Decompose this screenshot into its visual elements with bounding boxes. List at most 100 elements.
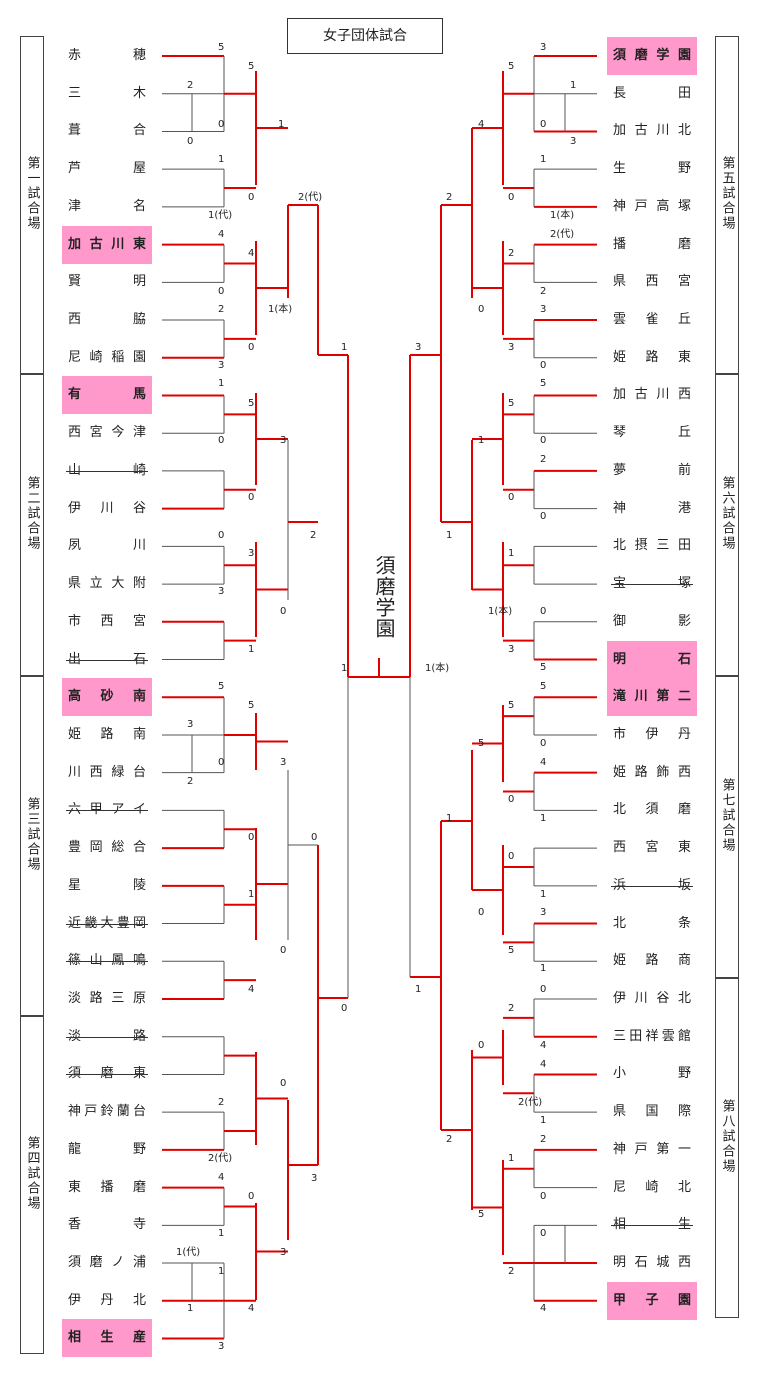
team-right-4: 生野: [607, 150, 697, 188]
team-right-8: 雲雀丘: [607, 301, 697, 339]
score-label: 1: [415, 984, 421, 995]
team-left-4: 芦屋: [62, 150, 152, 188]
venue-label: 第三試合場: [24, 797, 40, 872]
score-label: 3: [570, 136, 576, 147]
team-name-char: 産: [132, 1330, 146, 1346]
team-name-char: 雲: [613, 312, 627, 328]
score-label: 1: [218, 154, 224, 165]
team-right-19: 市伊丹: [607, 716, 697, 754]
team-name-char: 丹: [100, 1292, 114, 1308]
team-right-23: 浜坂: [607, 867, 697, 905]
team-name-char: 西: [89, 764, 103, 780]
team-name-char: 淡: [68, 991, 82, 1006]
team-name-char: 総: [111, 840, 125, 856]
team-name-char: 三: [68, 85, 82, 101]
team-name-char: 際: [677, 1104, 691, 1120]
team-name-char: 田: [629, 1028, 643, 1044]
team-name-char: 穂: [132, 48, 146, 63]
score-label: 0: [280, 945, 286, 956]
score-label: 2(代): [518, 1096, 542, 1108]
team-name-char: 伊: [68, 500, 82, 516]
score-label: 4: [540, 1059, 546, 1070]
page-title: 女子団体試合: [287, 18, 443, 54]
score-label: 2: [540, 454, 546, 465]
score-label: 1: [341, 342, 347, 353]
team-name-char: 合: [132, 123, 146, 139]
score-label: 3: [280, 1247, 286, 1258]
team-name-char: 川: [634, 689, 648, 705]
team-name-char: 南: [132, 726, 146, 742]
score-label: 3: [218, 586, 224, 597]
score-label: 1(代): [176, 1246, 200, 1258]
team-name-char: 川: [656, 387, 670, 403]
venue-label: 第八試合場: [719, 1099, 735, 1174]
team-name-char: 豊: [68, 840, 82, 856]
team-left-27: 淡路: [62, 1018, 152, 1056]
score-label: 2: [540, 1134, 546, 1145]
score-label: 4: [248, 248, 254, 259]
team-name-char: 甲: [613, 1292, 627, 1308]
team-name-char: 古: [634, 387, 648, 403]
team-name-char: 鈴: [100, 1104, 114, 1120]
team-name-char: 北: [132, 1292, 146, 1308]
team-name-char: 園: [677, 1292, 691, 1308]
team-name-char: 高: [68, 689, 82, 705]
score-label: 3: [540, 907, 546, 918]
score-label: 5: [508, 61, 514, 72]
team-name-char: 園: [677, 48, 691, 63]
score-label: 3: [540, 304, 546, 315]
venue-label: 第五試合場: [719, 156, 735, 231]
team-name-char: 田: [677, 538, 691, 554]
team-right-34: 甲子園: [607, 1281, 697, 1320]
score-label: 5: [508, 945, 514, 956]
score-label: 1: [218, 1266, 224, 1277]
team-name-char: 崎: [645, 1179, 659, 1195]
team-name-char: 伊: [68, 1292, 82, 1308]
team-left-17: 出石: [62, 641, 152, 679]
team-right-20: 姫路飾西: [607, 754, 697, 792]
team-name-char: 岡: [89, 840, 103, 856]
team-name-char: 赤: [68, 48, 82, 63]
team-right-29: 県国際: [607, 1093, 697, 1131]
team-name-char: 寺: [132, 1217, 146, 1233]
team-right-31: 尼崎北: [607, 1169, 697, 1207]
venue-left-3: 第三試合場: [20, 676, 44, 1016]
team-name-char: 神: [613, 1141, 627, 1157]
team-name-char: 園: [132, 349, 146, 365]
team-left-16: 市西宮: [62, 603, 152, 641]
score-label: 0: [280, 606, 286, 617]
team-name-char: 商: [677, 953, 691, 969]
team-name-char: 北: [613, 802, 627, 818]
team-name-char: 路: [645, 349, 659, 365]
score-label: 0: [311, 832, 317, 843]
venue-left-1: 第一試合場: [20, 36, 44, 374]
score-label: 0: [478, 1040, 484, 1051]
score-label: 0: [218, 435, 224, 446]
team-name-char: 原: [132, 991, 146, 1006]
team-name-char: 県: [613, 274, 627, 290]
score-label: 3: [218, 360, 224, 371]
team-left-26: 淡路三原: [62, 980, 152, 1018]
score-label: 1: [218, 378, 224, 389]
venue-right-4: 第八試合場: [715, 978, 739, 1318]
team-name-char: 北: [613, 915, 627, 931]
score-label: 2: [540, 286, 546, 297]
team-name-char: 須: [613, 48, 627, 63]
team-name-char: 野: [132, 1141, 146, 1157]
team-name-char: 磨: [89, 1255, 103, 1271]
team-name-char: 龍: [68, 1141, 82, 1157]
score-label: 1: [187, 1303, 193, 1314]
team-name-char: 前: [677, 462, 691, 478]
score-label: 3: [218, 1341, 224, 1352]
team-name-char: 台: [132, 1104, 146, 1120]
team-name-char: 崎: [89, 349, 103, 365]
team-right-2: 長田: [607, 75, 697, 113]
score-label: 5: [478, 1209, 484, 1220]
score-label: 0: [478, 304, 484, 315]
score-label: 0: [508, 192, 514, 203]
team-name-char: 雲: [661, 1028, 675, 1044]
score-label: 0: [478, 907, 484, 918]
team-name-char: 東: [68, 1179, 82, 1195]
score-label: 1(本): [425, 661, 449, 674]
score-label: 0: [280, 1078, 286, 1089]
